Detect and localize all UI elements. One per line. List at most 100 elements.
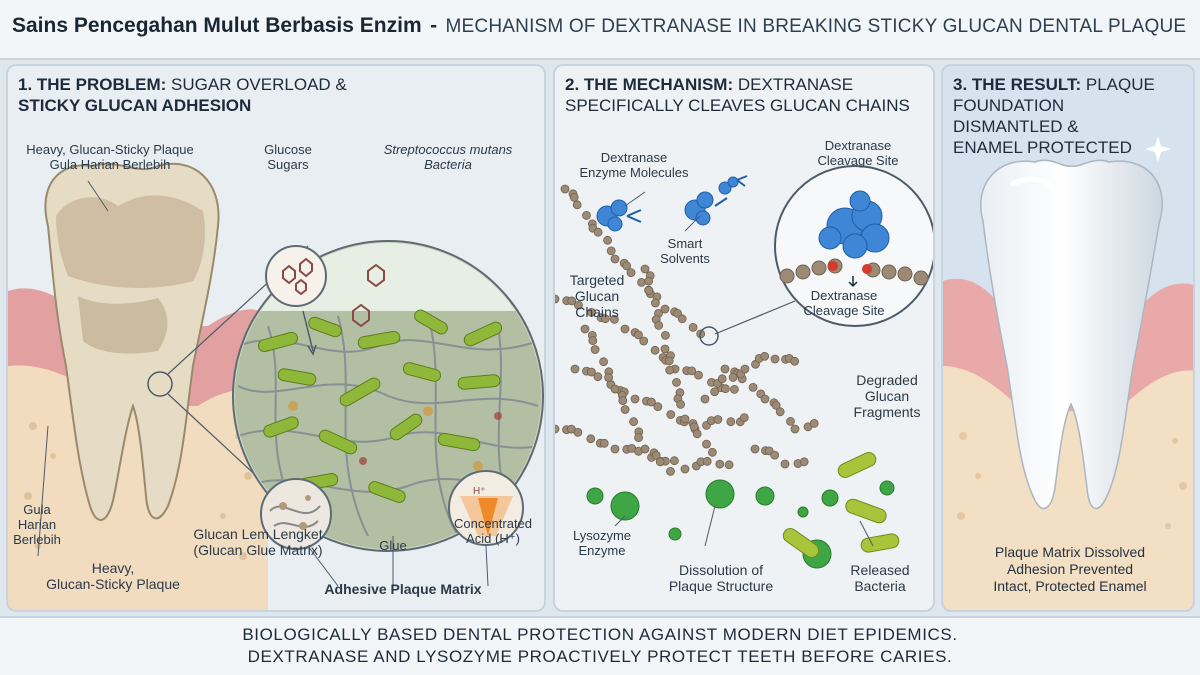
glucan-bead (644, 276, 654, 286)
label-acid: Concentrated Acid (H⁺) (453, 516, 533, 546)
title-separator: - (430, 14, 438, 37)
glucan-bead (644, 286, 654, 295)
glucan-bead (717, 374, 727, 384)
glucan-bead (574, 300, 583, 310)
glucan-bead (634, 433, 643, 443)
result-line: Plaque Matrix Dissolved (994, 544, 1146, 560)
mechanism-heading: 2. The Mechanism: Dextranase Specificall… (565, 74, 910, 116)
glucan-bead (790, 356, 800, 366)
glucan-bead (666, 466, 675, 476)
glucan-bead (588, 336, 598, 346)
glucan-bead (694, 370, 703, 380)
result-summary: Plaque Matrix Dissolved Adhesion Prevent… (953, 544, 1187, 595)
result-heading-line2: Foundation (953, 96, 1065, 115)
glucan-bead (677, 314, 687, 324)
main-subtitle: Mechanism of Dextranase in Breaking Stic… (445, 16, 1187, 37)
glucan-bead (573, 427, 583, 437)
result-line: Intact, Protected Enamel (993, 578, 1147, 594)
glucan-bead (618, 396, 628, 406)
glucan-bead (569, 192, 579, 202)
glucan-bead (593, 227, 603, 237)
glucan-bead (664, 356, 674, 366)
label-smart-solvents: Smart Solvents (660, 236, 710, 266)
glucan-bead (729, 384, 739, 394)
glucan-bead (780, 459, 790, 469)
problem-heading-line2: Sticky Glucan Adhesion (18, 96, 252, 115)
glucan-bead (640, 264, 650, 274)
label-enzyme-molecules: Dextranase Enzyme Molecules (579, 150, 689, 180)
glucan-bead (570, 364, 580, 374)
glucan-bead (720, 384, 730, 394)
glucan-bead (692, 429, 702, 439)
glucan-bead (687, 366, 697, 376)
label-heavy-plaque-bottom: Heavy, Glucan-Sticky Plaque (46, 560, 180, 592)
healthy-bone-shape (943, 366, 1193, 610)
glucan-bead (610, 314, 619, 324)
glucan-bead (651, 298, 660, 308)
healthy-tooth (980, 159, 1163, 510)
mechanism-illustration (555, 165, 933, 569)
glucan-bead (610, 384, 620, 394)
glucan-bead (593, 372, 603, 382)
glucan-bead (710, 387, 720, 397)
result-illustration (943, 136, 1193, 610)
glucan-bead (640, 444, 650, 454)
result-heading-number: 3. The Result: (953, 75, 1082, 94)
glucan-bead (726, 417, 736, 427)
label-heavy-plaque-top: Heavy, Glucan-Sticky Plaque Gula Harian … (26, 142, 194, 172)
glucan-bead (799, 457, 809, 467)
label-released-bacteria: Released Bacteria (850, 562, 910, 594)
glucan-bead (707, 447, 717, 457)
released-bacteria-shapes (782, 452, 900, 558)
glucan-bead (700, 394, 710, 404)
glucan-bead (606, 246, 616, 256)
glucan-bead (560, 184, 570, 194)
glucan-bead (809, 418, 819, 428)
glucan-bead (651, 450, 661, 460)
glucan-bead (582, 210, 591, 220)
lysozyme-spheres (586, 479, 895, 569)
glucan-bead (660, 344, 670, 354)
result-line: Adhesion Prevented (1006, 561, 1134, 577)
problem-heading-text: Sugar Overload & (171, 75, 347, 94)
glucan-bead (790, 424, 800, 434)
glucan-bead (770, 354, 780, 364)
label-dissolution: Dissolution of Plaque Structure (668, 562, 774, 594)
glucan-bead (702, 456, 712, 466)
glucan-bead (670, 456, 679, 466)
panel-result: 3. The Result: Plaque Foundation Dismant… (941, 64, 1195, 612)
glucan-bead (599, 438, 609, 448)
glucan-bead (653, 402, 663, 412)
label-glucose: Glucose Sugars (264, 142, 312, 172)
glucan-bead (688, 322, 698, 332)
label-glue: Glue (379, 538, 407, 553)
glucan-bead (720, 364, 730, 374)
problem-heading: 1. The Problem: Sugar Overload & Sticky … (18, 74, 347, 116)
glucan-bead (590, 345, 600, 354)
glucan-bead (586, 434, 596, 444)
glucan-bead (650, 345, 660, 355)
glucan-bead (647, 397, 656, 407)
glucan-bead (770, 450, 780, 460)
sparkle-icon (1145, 136, 1171, 162)
panel-problem: H⁺ 1. The Problem: Sugar Overload & Stic… (6, 64, 546, 612)
glucan-bead (680, 414, 690, 424)
glucan-bead (786, 416, 795, 426)
footer-line-1: Biologically based dental protection aga… (242, 625, 958, 644)
glucan-bead (610, 254, 620, 264)
result-heading: 3. The Result: Plaque Foundation Dismant… (953, 74, 1155, 158)
label-cleavage-bottom: Dextranase Cleavage Site (803, 288, 885, 318)
glucan-bead (626, 268, 636, 278)
mechanism-heading-number: 2. The Mechanism: (565, 75, 734, 94)
glucan-bead (622, 261, 632, 271)
glucan-bead (580, 324, 590, 334)
label-adhesive-matrix: Adhesive Plaque Matrix (324, 581, 482, 597)
footer-line-2: Dextranase and lysozyme proactively prot… (247, 647, 953, 666)
glucan-bead (567, 296, 577, 306)
glucose-molecules (352, 263, 385, 328)
glucan-bead (610, 444, 620, 454)
glucan-bead (555, 424, 560, 434)
dextranase-enzymes (596, 176, 739, 232)
glucan-bead (634, 330, 643, 340)
glucan-bead (702, 439, 711, 449)
